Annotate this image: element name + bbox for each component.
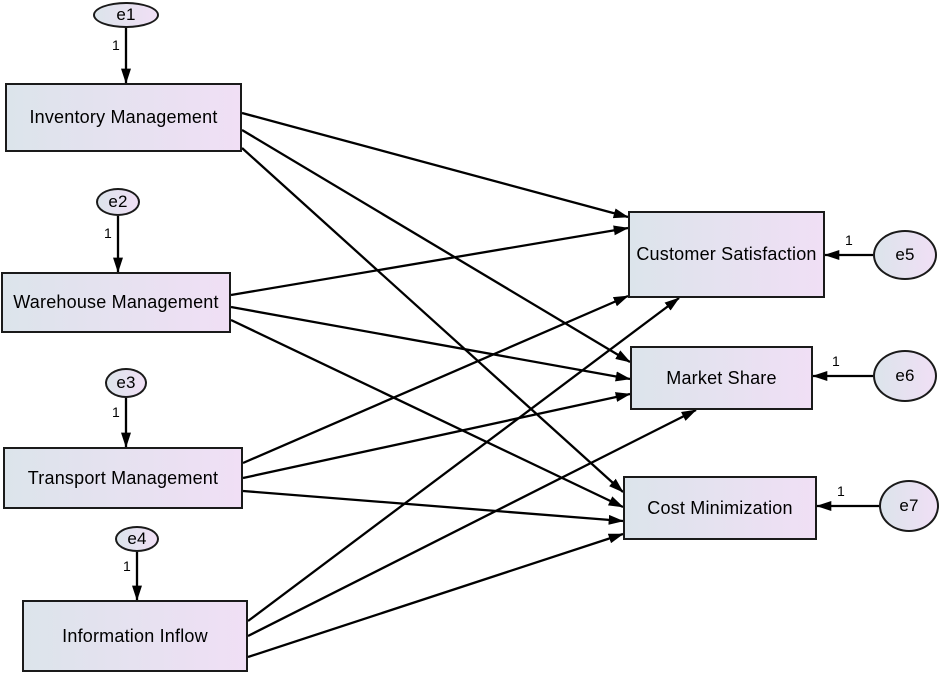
e5-ellipse: e5 <box>873 230 937 280</box>
edge-transport-management-to-customer-satisfaction <box>242 294 629 465</box>
transport-management-label: Transport Management <box>27 467 219 488</box>
warehouse-management-label: Warehouse Management <box>13 292 219 312</box>
e3-ellipse: e3 <box>105 368 147 398</box>
e5-label: e5 <box>895 245 915 264</box>
market-share-box: Market Share <box>630 346 813 410</box>
e6-label: e6 <box>895 366 915 385</box>
e1-label: e1 <box>116 5 136 24</box>
edge-information-inflow-to-market-share <box>247 408 697 638</box>
warehouse-management-box: Warehouse Management <box>1 272 231 333</box>
edge-weight-label-e4: 1 <box>123 558 131 574</box>
edge-weight-label-e5: 1 <box>845 232 853 248</box>
information-inflow-box: Information Inflow <box>22 600 248 672</box>
e7-label: e7 <box>899 496 919 515</box>
information-inflow-label: Information Inflow <box>62 625 208 646</box>
edge-warehouse-management-to-customer-satisfaction <box>230 225 629 297</box>
e4-ellipse: e4 <box>115 526 159 552</box>
edge-weight-label-e7: 1 <box>837 483 845 499</box>
customer-satisfaction-box: Customer Satisfaction <box>628 211 825 298</box>
e2-ellipse: e2 <box>96 188 140 216</box>
edge-transport-management-to-cost-minimization <box>242 489 624 525</box>
edge-weight-label-e1: 1 <box>112 37 120 53</box>
e1-ellipse: e1 <box>93 2 159 28</box>
edge-transport-management-to-market-share <box>242 392 631 480</box>
inventory-management-box: Inventory Management <box>5 83 242 152</box>
edge-information-inflow-to-cost-minimization <box>247 532 624 659</box>
edge-warehouse-management-to-cost-minimization <box>230 318 624 509</box>
transport-management-box: Transport Management <box>3 447 243 509</box>
customer-satisfaction-label: Customer Satisfaction <box>636 244 817 264</box>
e2-label: e2 <box>108 192 128 211</box>
edge-information-inflow-to-customer-satisfaction <box>247 297 680 622</box>
cost-minimization-label: Cost Minimization <box>647 497 793 518</box>
edge-weight-label-e2: 1 <box>104 225 112 241</box>
market-share-label: Market Share <box>666 367 777 388</box>
e7-ellipse: e7 <box>879 480 939 532</box>
edge-inventory-management-to-customer-satisfaction <box>241 111 629 219</box>
edge-weight-label-e3: 1 <box>112 404 120 420</box>
e4-label: e4 <box>127 529 147 548</box>
e6-ellipse: e6 <box>873 350 937 402</box>
e3-label: e3 <box>116 373 136 392</box>
edge-warehouse-management-to-market-share <box>230 305 631 382</box>
edge-inventory-management-to-cost-minimization <box>241 147 624 493</box>
inventory-management-label: Inventory Management <box>29 107 218 127</box>
edge-weight-label-e6: 1 <box>832 353 840 369</box>
cost-minimization-box: Cost Minimization <box>623 476 817 540</box>
